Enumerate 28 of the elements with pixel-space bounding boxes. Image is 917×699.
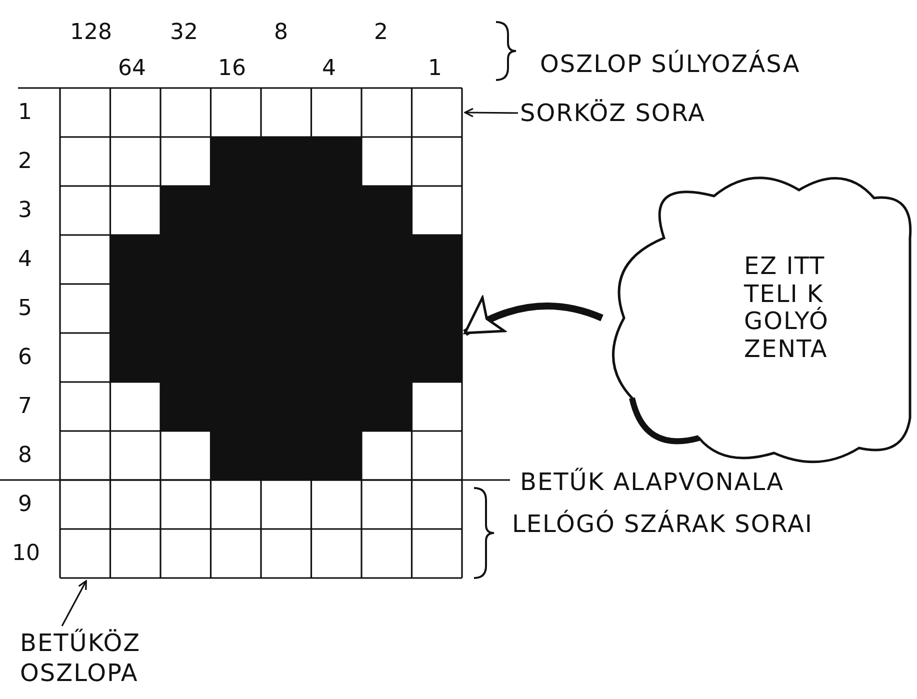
leader-arrow [464, 108, 518, 118]
row-number: 4 [18, 249, 32, 271]
curved-arrow [463, 296, 604, 336]
column-weight: 16 [218, 58, 246, 80]
row-number: 3 [18, 200, 32, 222]
annotation-text: BETŰK ALAPVONALA [520, 470, 784, 494]
column-weight: 32 [170, 22, 198, 44]
row-number: 9 [18, 494, 32, 516]
annotation-text: OSZLOP SÚLYOZÁSA [540, 52, 800, 76]
column-weight: 128 [70, 22, 112, 44]
row-number: 10 [12, 543, 40, 565]
grid-drawing [60, 88, 462, 578]
row-number: 1 [18, 102, 32, 124]
column-weight: 64 [118, 58, 146, 80]
row-number: 7 [18, 396, 32, 418]
row-number: 6 [18, 347, 32, 369]
annotation-text: LELÓGÓ SZÁRAK SORAI [512, 512, 813, 536]
cloud-text: EZ ITT TELI K GOLYÓ ZENTA [744, 253, 830, 364]
row-number: 5 [18, 298, 32, 320]
column-weight: 2 [374, 22, 388, 44]
leader-arrow [61, 580, 87, 626]
row-number: 2 [18, 151, 32, 173]
annotation-text: SORKÖZ SORA [520, 98, 706, 128]
row-number: 8 [18, 445, 32, 467]
column-weight: 1 [428, 58, 442, 80]
column-weight: 8 [274, 22, 288, 44]
column-weight: 4 [322, 58, 336, 80]
annotation-text: BETŰKÖZ OSZLOPA [20, 628, 142, 688]
